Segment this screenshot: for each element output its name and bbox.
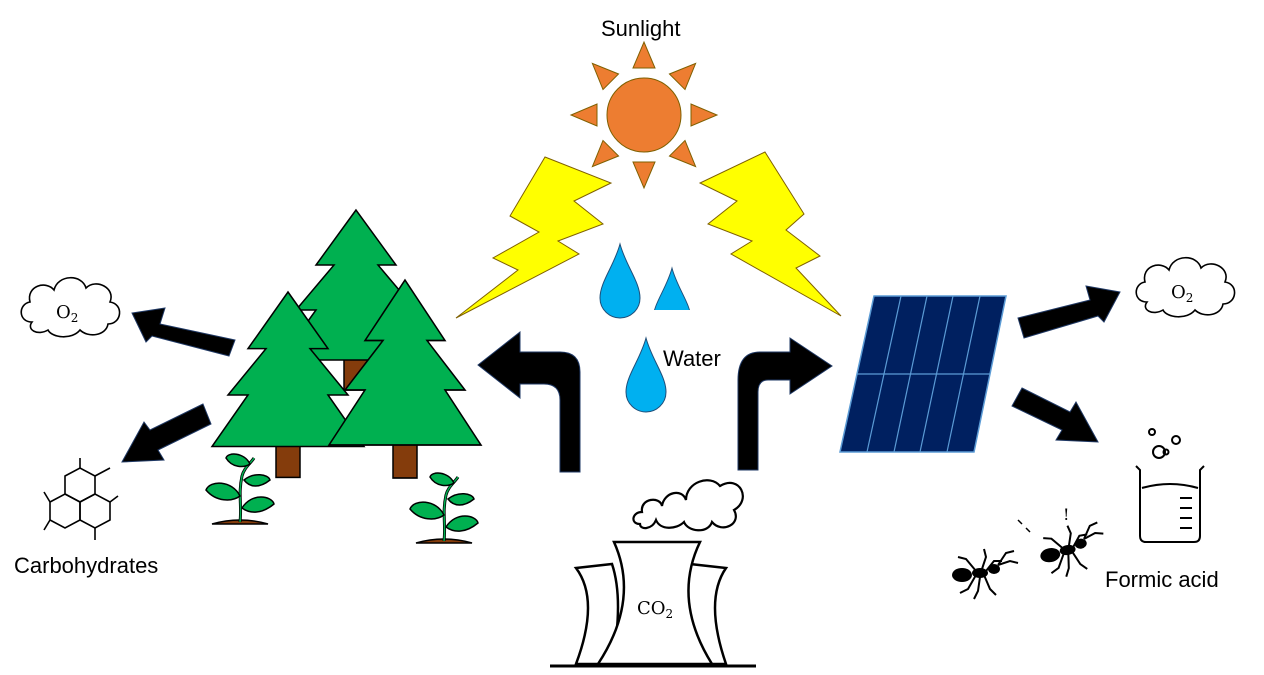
- seedling-icon: [204, 452, 276, 526]
- water-drop-icon: [648, 267, 694, 340]
- sun-icon: [569, 40, 719, 190]
- water-label: Water: [663, 346, 721, 371]
- ant-icon: [951, 548, 1019, 600]
- arrow-icon: [131, 307, 236, 357]
- beaker-icon: [1135, 428, 1205, 543]
- smoke-icon: [632, 479, 744, 532]
- cloud-icon: O2: [1135, 256, 1236, 318]
- arrow-icon: [1017, 285, 1121, 339]
- lightning-bolt-icon: [698, 151, 842, 317]
- cooling-tower-icon: [550, 540, 756, 668]
- ant-motion-mark: [1017, 519, 1031, 533]
- solar-panel-icon: [839, 295, 1007, 453]
- cloud-icon: O2: [20, 276, 121, 338]
- co2-label: CO2: [637, 598, 673, 621]
- sunlight-label: Sunlight: [601, 16, 681, 41]
- arrow-icon: [121, 403, 212, 463]
- arrow-icon: [477, 330, 581, 473]
- carbohydrates-label: Carbohydrates: [14, 553, 158, 578]
- water-drop-icon: [625, 337, 667, 413]
- formic-acid-label: Formic acid: [1105, 567, 1219, 592]
- arrow-icon: [1011, 387, 1099, 443]
- arrow-icon: [737, 337, 833, 471]
- water-drop-icon: [599, 243, 641, 319]
- seedling-icon: [408, 471, 480, 545]
- lightning-bolt-icon: [455, 156, 613, 319]
- ant-exclaim-label: !: [1063, 505, 1069, 524]
- o2-label-left: O2: [56, 302, 78, 325]
- ant-icon: [1034, 518, 1111, 582]
- o2-label-right: O2: [1171, 282, 1193, 305]
- hexagon-molecule-icon: [43, 458, 119, 540]
